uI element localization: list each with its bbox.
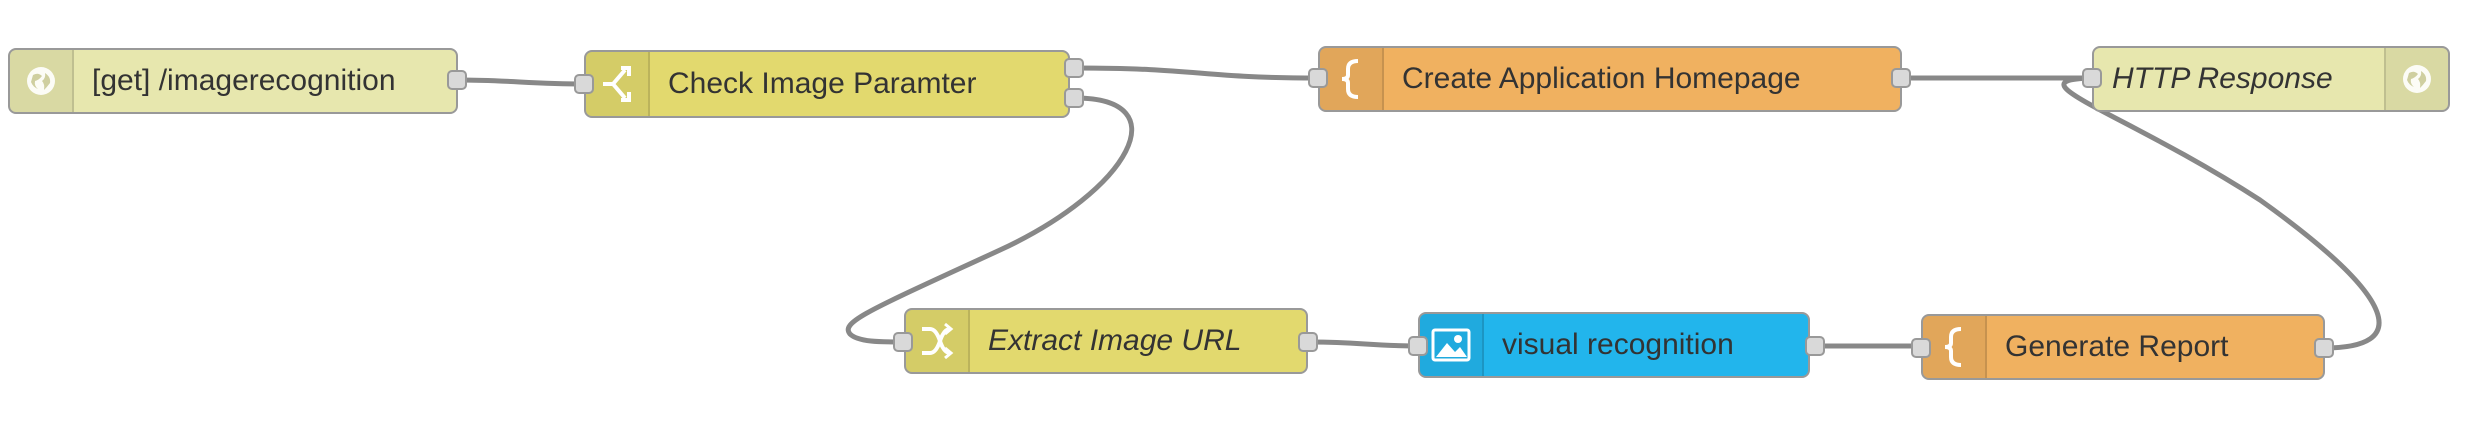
template-report-input-port[interactable] [1911,338,1931,358]
wire-http-in-to-switch[interactable] [456,77,586,87]
switch-input-port[interactable] [574,74,594,94]
globe-icon [2384,48,2448,110]
wire-extract-to-visual[interactable] [1310,339,1419,349]
http-in-label: [get] /imagerecognition [92,64,396,97]
template-homepage-output-port[interactable] [1891,68,1911,88]
template-report-node[interactable]: Generate Report [1921,314,2325,380]
visual-recognition-input-port[interactable] [1408,336,1428,356]
image-icon [1420,314,1484,376]
http-response-input-port[interactable] [2082,68,2102,88]
change-input-port[interactable] [893,332,913,352]
switch-output-port-1[interactable] [1064,58,1084,78]
switch-icon [586,52,650,116]
shuffle-icon [906,310,970,372]
visual-recognition-node[interactable]: visual recognition [1418,312,1810,378]
template-homepage-node[interactable]: Create Application Homepage [1318,46,1902,112]
visual-recognition-output-port[interactable] [1805,336,1825,356]
brace-icon [1923,316,1987,378]
http-response-node[interactable]: HTTP Response [2092,46,2450,112]
change-output-port[interactable] [1298,332,1318,352]
visual-recognition-label: visual recognition [1502,328,1734,361]
template-report-output-port[interactable] [2314,338,2334,358]
change-node[interactable]: Extract Image URL [904,308,1308,374]
switch-output-port-2[interactable] [1064,88,1084,108]
switch-node[interactable]: Check Image Paramter [584,50,1070,118]
http-in-node[interactable]: [get] /imagerecognition [8,48,458,114]
globe-icon [10,50,74,112]
template-report-label: Generate Report [2005,330,2229,363]
switch-label: Check Image Paramter [668,67,977,100]
http-in-output-port[interactable] [447,70,467,90]
change-label: Extract Image URL [988,324,1242,357]
http-response-label: HTTP Response [2112,62,2333,95]
brace-icon [1320,48,1384,110]
wire-switch-to-extract[interactable] [845,95,1135,345]
wire-report-to-response[interactable] [2061,75,2382,351]
template-homepage-input-port[interactable] [1308,68,1328,88]
wire-switch-to-homepage[interactable] [1074,65,1319,81]
template-homepage-label: Create Application Homepage [1402,62,1801,95]
